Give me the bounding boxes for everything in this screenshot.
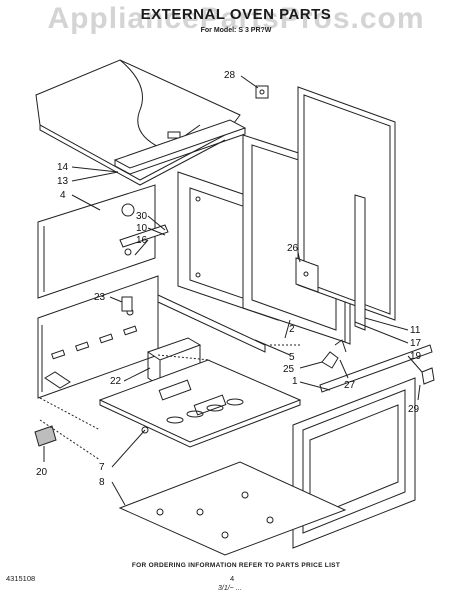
model-subtitle: For Model: S 3 PR?W bbox=[200, 27, 272, 34]
callout-16: 16 bbox=[136, 235, 148, 246]
callout-30: 30 bbox=[136, 211, 148, 222]
callout-25: 25 bbox=[283, 364, 295, 375]
small-bracket bbox=[34, 425, 57, 447]
callout-13: 13 bbox=[57, 176, 69, 187]
callout-8: 8 bbox=[99, 477, 105, 488]
document-id: 4315108 bbox=[6, 574, 36, 583]
callout-14: 14 bbox=[57, 162, 69, 173]
callout-2: 2 bbox=[289, 324, 295, 335]
door-gasket bbox=[354, 194, 366, 331]
callout-20: 20 bbox=[36, 467, 48, 478]
upper-side-panel bbox=[37, 184, 156, 299]
cross-bar bbox=[157, 294, 266, 353]
callout-28: 28 bbox=[224, 70, 236, 81]
callout-27: 27 bbox=[344, 380, 356, 391]
callout-11: 11 bbox=[410, 325, 421, 336]
callout-7: 7 bbox=[99, 462, 105, 473]
callout-23: 23 bbox=[94, 292, 106, 303]
callout-22: 22 bbox=[110, 376, 122, 387]
top-bracket bbox=[113, 119, 247, 175]
callout-17: 17 bbox=[410, 338, 422, 349]
watermark: AppliancePartsPros.com bbox=[47, 2, 425, 35]
ordering-note: FOR ORDERING INFORMATION REFER TO PARTS … bbox=[131, 562, 341, 569]
handle-end-cap bbox=[421, 367, 435, 385]
rear-bracket bbox=[119, 224, 169, 248]
callout-10: 10 bbox=[136, 223, 148, 234]
callout-26: 26 bbox=[287, 243, 299, 254]
control-panel bbox=[98, 359, 302, 448]
callout-5: 5 bbox=[289, 352, 295, 363]
hinge-spring bbox=[321, 339, 347, 369]
callout-pointers bbox=[43, 75, 423, 506]
outer-side-panel bbox=[297, 86, 396, 321]
bottom-drawer-panel bbox=[118, 461, 347, 556]
mounting-clip bbox=[255, 85, 269, 99]
door-latch bbox=[121, 296, 133, 312]
callout-29: 29 bbox=[408, 404, 420, 415]
callout-1: 1 bbox=[292, 376, 298, 387]
leader-lines bbox=[39, 344, 300, 461]
handwritten-note: 3/1/~ ... bbox=[218, 585, 242, 592]
page-number: 4 bbox=[230, 574, 235, 583]
hinge-bracket bbox=[295, 257, 319, 293]
callout-4: 4 bbox=[60, 190, 66, 201]
callout-19: 19 bbox=[410, 351, 422, 362]
diagram-title: EXTERNAL OVEN PARTS bbox=[140, 6, 332, 23]
callout-labels: 28 14 13 4 30 10 16 26 23 2 5 25 27 11 1… bbox=[36, 70, 422, 488]
